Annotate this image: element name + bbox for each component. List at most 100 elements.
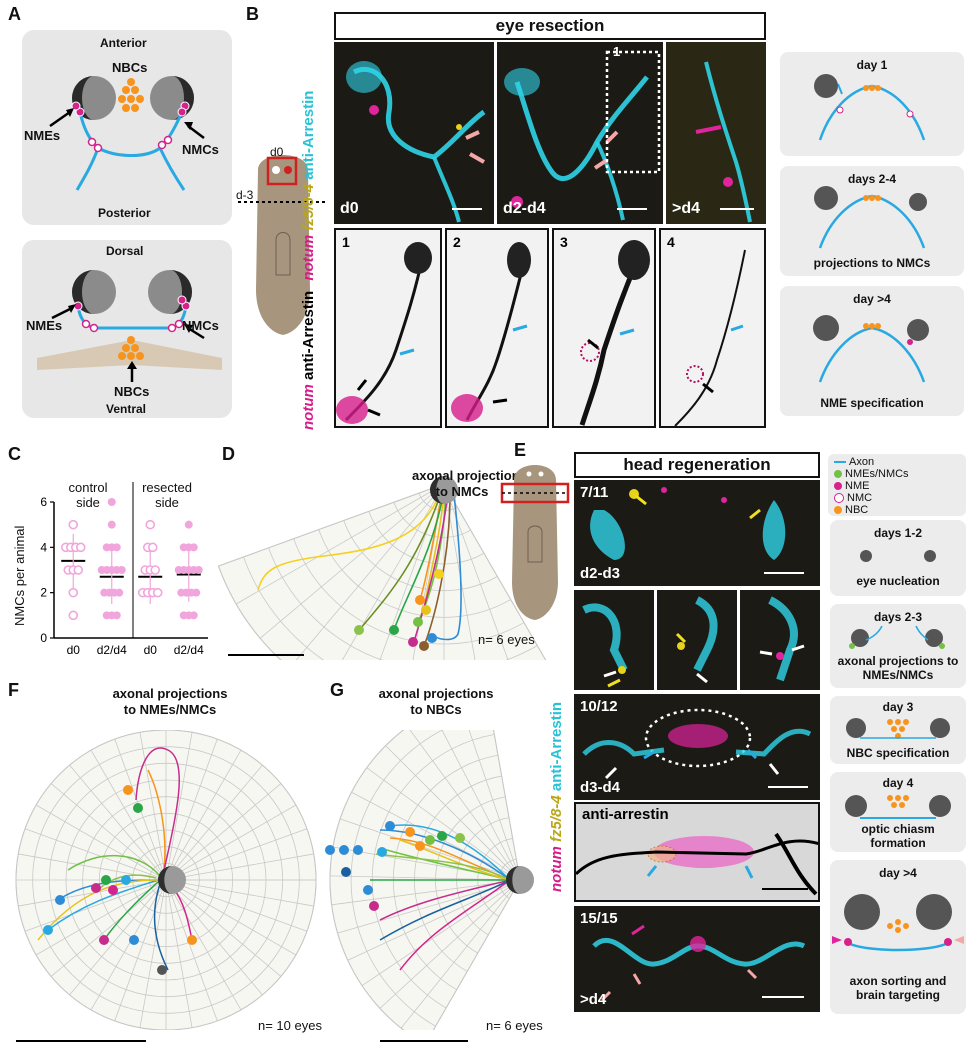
timeline-e-day4: day 4 optic chiasm formation — [830, 772, 966, 852]
group-label-resected: resected side — [142, 480, 192, 510]
polar-grid — [217, 483, 547, 660]
legend-nbc: NBC — [834, 504, 868, 516]
label-d2-d3: d2-d3 — [580, 565, 621, 582]
micrograph-d2-d4: 1 d2-d4 — [497, 42, 663, 224]
data-point — [145, 519, 156, 530]
panel-f-title-1: axonal projections — [112, 686, 228, 701]
data-point — [189, 611, 198, 620]
data-point — [73, 565, 84, 575]
timeline-e-days1-2: days 1-2 eye nucleation — [830, 520, 966, 596]
axon-endpoint — [415, 595, 425, 605]
axon-endpoint — [129, 935, 139, 945]
axon-trace — [379, 829, 511, 881]
axon-endpoint — [425, 835, 435, 845]
stain-label-b: notum anti-Arrestin notum fz5/8-4 anti-A… — [300, 50, 328, 430]
axon-endpoint — [408, 637, 418, 647]
stain-notum-2: notum — [300, 234, 317, 281]
axon-trace — [67, 854, 161, 877]
axon-endpoint — [99, 935, 109, 945]
data-point — [75, 542, 86, 553]
stain-fz: fz5/8-4 — [300, 183, 317, 231]
cut-label-d0: d0 — [270, 145, 284, 159]
axon-endpoint — [363, 885, 373, 895]
label-d0: d0 — [340, 200, 359, 217]
panel-label-f: F — [8, 680, 19, 700]
axon-trace — [393, 489, 445, 631]
cut-label-d3: d-3 — [236, 188, 254, 202]
axon-endpoint — [427, 633, 437, 643]
panel-g-title-2: to NBCs — [410, 702, 462, 717]
inset-panel-4: 4 — [659, 228, 766, 428]
axon-endpoint — [369, 901, 379, 911]
axon-endpoint — [108, 885, 118, 895]
axon-endpoint — [455, 833, 465, 843]
inset-num-2: 2 — [453, 234, 461, 250]
label-d2-d4: d2-d4 — [503, 200, 546, 217]
axon-endpoint — [43, 925, 53, 935]
panel-f-title-2: to NMEs/NMCs — [123, 702, 217, 717]
scale-bar — [762, 888, 808, 890]
data-point — [184, 520, 193, 529]
panel-f-polar-plot — [15, 730, 317, 1030]
eye-resection-header: eye resection — [334, 12, 766, 40]
axon-endpoint — [55, 895, 65, 905]
axon-endpoint — [157, 965, 167, 975]
inset-panel-3: 3 — [552, 228, 656, 428]
micrograph-gt-d4-e: 15/15 >d4 — [574, 906, 820, 1012]
inset-panel-1: 1 — [334, 228, 442, 428]
data-point — [68, 610, 79, 621]
inset-num-4: 4 — [667, 234, 675, 250]
axon-endpoint — [421, 605, 431, 615]
axon-trace — [153, 883, 169, 971]
inset-label-1: 1 — [613, 44, 621, 59]
data-point — [68, 519, 79, 530]
axon-endpoint — [187, 935, 197, 945]
inset-num-1: 1 — [342, 234, 350, 250]
right-eye-icon — [150, 76, 194, 120]
head-regeneration-header: head regeneration — [574, 452, 820, 478]
stain-notum: notum — [300, 384, 317, 430]
axon-trace — [355, 495, 441, 635]
timeline-e-days2-3: days 2-3 axonal projections to NMEs/NMCs — [830, 604, 966, 688]
stain-arrestin: anti-Arrestin — [300, 90, 317, 180]
x-tick-label: d0 — [144, 643, 158, 657]
axon-endpoint — [91, 883, 101, 893]
axon-endpoint — [385, 821, 395, 831]
axon-trace — [257, 491, 441, 591]
micrograph-d2-d3: 7/11 d2-d3 — [574, 480, 820, 586]
label-posterior: Posterior — [98, 206, 151, 220]
axon-endpoint — [437, 831, 447, 841]
data-point — [112, 611, 121, 620]
scale-bar — [768, 786, 808, 788]
label-nmes-bottom: NMEs — [26, 318, 63, 333]
data-point — [152, 587, 163, 598]
scale-bar — [452, 208, 482, 210]
y-tick-label: 4 — [40, 540, 47, 554]
data-point — [189, 543, 198, 552]
label-nbcs-bottom: NBCs — [114, 384, 150, 399]
scale-bar — [380, 1040, 468, 1042]
fraction-15-15: 15/15 — [580, 910, 618, 927]
x-tick-label: d2/d4 — [174, 643, 204, 657]
axon-trace — [379, 879, 511, 921]
axon-endpoint — [123, 785, 133, 795]
panel-d-title-1: axonal projections — [412, 468, 527, 483]
legend-nme: NME — [834, 480, 869, 492]
panel-g-title-1: axonal projections — [378, 686, 494, 701]
axon-trace — [47, 879, 159, 931]
label-dorsal: Dorsal — [106, 244, 144, 258]
timeline-days2-4: days 2-4 projections to NMCs — [780, 166, 964, 276]
micrograph-e-sub3 — [740, 590, 820, 690]
data-point — [107, 498, 116, 506]
eye-icon — [430, 476, 458, 504]
scale-bar — [762, 996, 804, 998]
micrograph-d3-d4: 10/12 d3-d4 — [574, 694, 820, 800]
data-point — [192, 588, 201, 597]
y-tick-label: 6 — [40, 495, 47, 509]
panel-d-title-2: to NMCs — [435, 484, 489, 499]
timeline-e-day-gt4: day >4 axon sorting and brain targeting — [830, 860, 966, 1014]
axon-endpoint — [405, 827, 415, 837]
panel-label-b: B — [246, 4, 259, 24]
micrograph-e-sub1 — [574, 590, 654, 690]
axon-endpoint — [341, 867, 351, 877]
